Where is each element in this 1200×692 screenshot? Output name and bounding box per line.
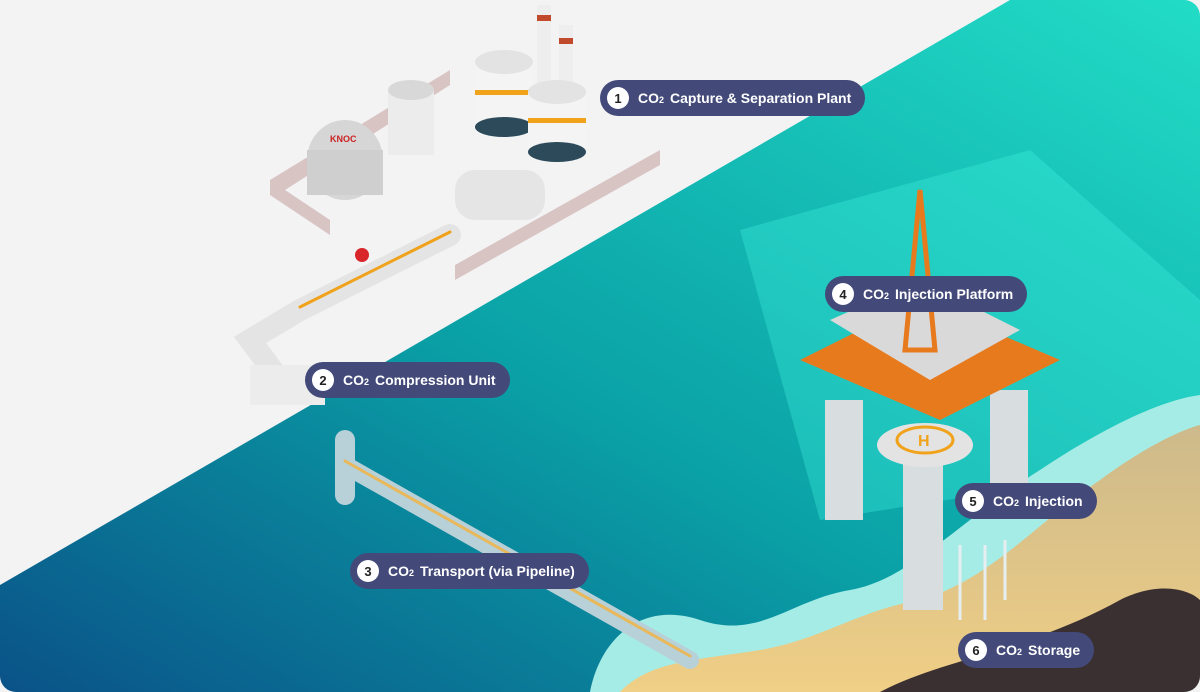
co2-sub: 2 [409, 568, 415, 578]
co2-sub: 2 [364, 377, 370, 387]
step-number: 6 [965, 639, 987, 661]
injection-platform: H [800, 189, 1060, 620]
step-5-label: 5 CO2 Injection [955, 483, 1097, 519]
step-text: Injection [1025, 493, 1083, 509]
step-3-label: 3 CO2 Transport (via Pipeline) [350, 553, 589, 589]
co2-prefix: CO [993, 493, 1014, 509]
co2-text: CO2 [996, 642, 1022, 658]
co2-prefix: CO [996, 642, 1017, 658]
step-number: 4 [832, 283, 854, 305]
valve-icon [355, 248, 369, 262]
co2-text: CO2 [638, 90, 664, 106]
seabed-sand [620, 425, 1200, 692]
step-4-label: 4 CO2 Injection Platform [825, 276, 1028, 312]
co2-sub: 2 [884, 291, 890, 301]
step-text: Injection Platform [895, 286, 1014, 302]
co2-prefix: CO [343, 372, 364, 388]
step-1-label: 1 CO2 Capture & Separation Plant [600, 80, 866, 116]
step-text: Compression Unit [375, 372, 496, 388]
step-number: 3 [357, 560, 379, 582]
helipad-letter: H [918, 433, 930, 450]
step-2-label: 2 CO2 Compression Unit [305, 362, 510, 398]
co2-sub: 2 [659, 95, 665, 105]
step-text: Capture & Separation Plant [670, 90, 852, 106]
capture-plant: KNOC [270, 5, 660, 280]
step-text: Storage [1028, 642, 1081, 658]
co2-sub: 2 [1014, 498, 1020, 508]
step-number: 1 [607, 87, 629, 109]
co2-prefix: CO [388, 563, 409, 579]
co2-text: CO2 [993, 493, 1019, 509]
step-number: 2 [312, 369, 334, 391]
knoc-logo: KNOC [330, 134, 357, 144]
co2-text: CO2 [863, 286, 889, 302]
co2-prefix: CO [863, 286, 884, 302]
step-6-label: 6 CO2 Storage [958, 632, 1095, 668]
step-text: Transport (via Pipeline) [420, 563, 575, 579]
co2-text: CO2 [343, 372, 369, 388]
step-number: 5 [962, 490, 984, 512]
co2-sub: 2 [1017, 647, 1023, 657]
co2-prefix: CO [638, 90, 659, 106]
co2-text: CO2 [388, 563, 414, 579]
